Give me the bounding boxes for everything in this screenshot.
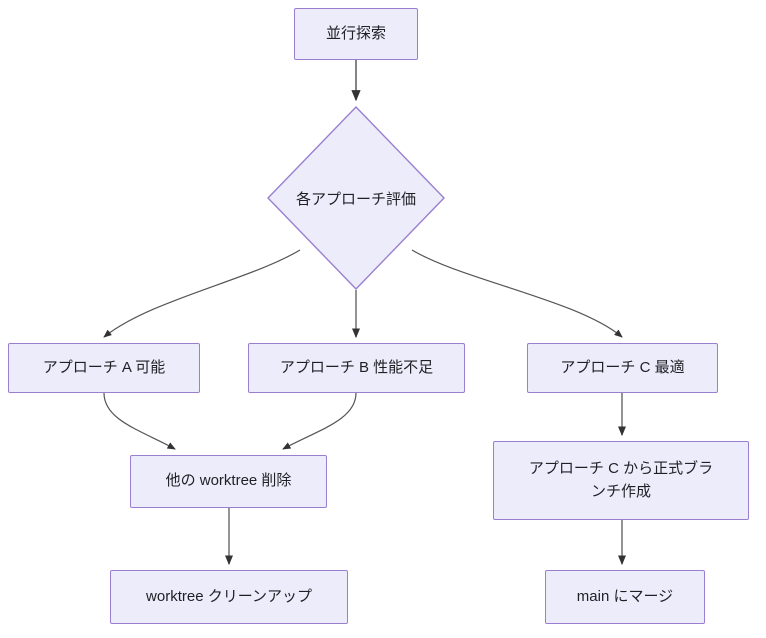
node-approach-c[interactable]: アプローチ C 最適 [527, 343, 718, 393]
edge-approach-a-delete-worktrees [103, 392, 176, 450]
node-approach-a-label: アプローチ A 可能 [42, 358, 166, 376]
edge-evaluate-approach-a [103, 249, 301, 338]
node-merge-main-label: main にマージ [576, 587, 674, 605]
node-start-label: 並行探索 [325, 24, 386, 42]
node-worktree-cleanup-label: worktree クリーンアップ [146, 587, 312, 605]
edge-approach-b-delete-worktrees [282, 392, 357, 450]
node-start[interactable]: 並行探索 [294, 8, 418, 60]
node-merge-main[interactable]: main にマージ [545, 570, 705, 624]
node-create-branch-label: アプローチ C から正式ブラ ンチ作成 [528, 460, 714, 500]
edge-evaluate-approach-c [411, 249, 623, 338]
node-delete-worktrees-label: 他の worktree 削除 [165, 472, 292, 490]
diamond-shape [267, 106, 445, 290]
node-worktree-cleanup[interactable]: worktree クリーンアップ [110, 570, 348, 624]
node-approach-c-label: アプローチ C 最適 [560, 358, 685, 376]
node-create-branch[interactable]: アプローチ C から正式ブラ ンチ作成 [493, 441, 749, 520]
node-approach-b[interactable]: アプローチ B 性能不足 [248, 343, 465, 393]
node-evaluate-label: 各アプローチ評価 [295, 190, 416, 208]
node-approach-a[interactable]: アプローチ A 可能 [8, 343, 200, 393]
node-delete-worktrees[interactable]: 他の worktree 削除 [130, 455, 327, 508]
node-approach-b-label: アプローチ B 性能不足 [279, 358, 434, 376]
node-evaluate[interactable]: 各アプローチ評価 [267, 106, 445, 290]
